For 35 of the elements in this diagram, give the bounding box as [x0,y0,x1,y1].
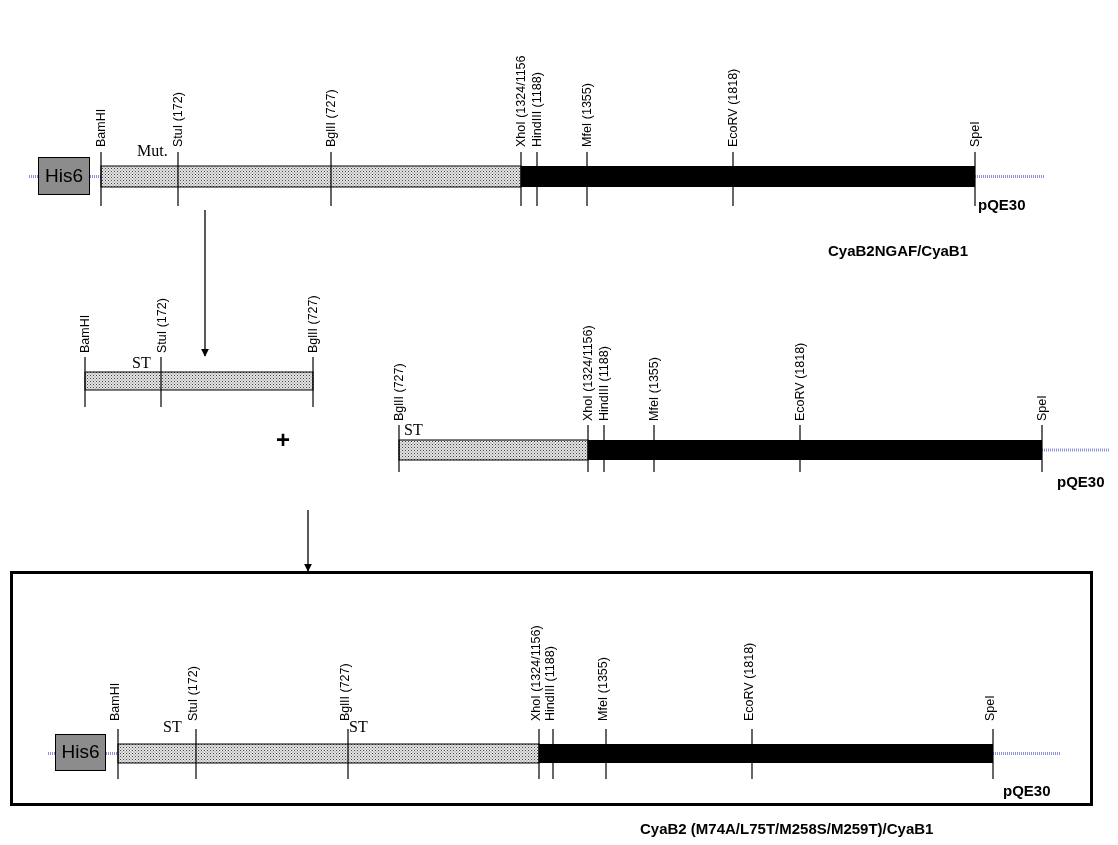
restriction-site-label: SpeI [983,695,997,721]
restriction-site-label: HindIII (1188) [543,646,557,721]
plus-sign: + [276,428,290,452]
construct-frame [10,571,1093,806]
mutation-label: Mut. [137,143,168,159]
restriction-site-label: EcoRV (1818) [726,68,740,147]
restriction-site-label: MfeI (1355) [580,83,594,147]
mutation-label: ST [163,719,182,735]
arrow [201,209,209,357]
restriction-site-label: SpeI [968,121,982,147]
restriction-site-label: BamHI [94,108,108,147]
restriction-site-label: XhoI (1324/1156 [514,55,528,147]
restriction-site-label: BamHI [108,682,122,721]
vector-label: pQE30 [978,196,1026,214]
restriction-site-label: HindIII (1188) [530,72,544,147]
tag-box: His6 [38,157,90,195]
restriction-site-label: BglII (727) [392,363,406,421]
restriction-site-label: BglII (727) [324,89,338,147]
vector-label: pQE30 [1003,782,1051,800]
tag-box: His6 [55,734,106,771]
restriction-site-label: MfeI (1355) [596,657,610,721]
restriction-site-label: BglII (727) [306,295,320,353]
restriction-site-label: StuI (172) [171,92,185,147]
mutation-label: ST [404,422,423,438]
construct-caption: CyaB2 (M74A/L75T/M258S/M259T)/CyaB1 [640,820,934,838]
vector-label: pQE30 [1057,473,1105,491]
restriction-site-label: EcoRV (1818) [742,642,756,721]
restriction-site-label: BglII (727) [338,663,352,721]
restriction-site-label: StuI (172) [186,666,200,721]
mutation-label: ST [132,355,151,371]
arrow [304,509,312,572]
construct-caption: CyaB2NGAF/CyaB1 [828,242,969,260]
mutation-label: ST [349,719,368,735]
restriction-site-label: BamHI [78,314,92,353]
restriction-site-label: XhoI (1324/1156) [529,625,543,721]
